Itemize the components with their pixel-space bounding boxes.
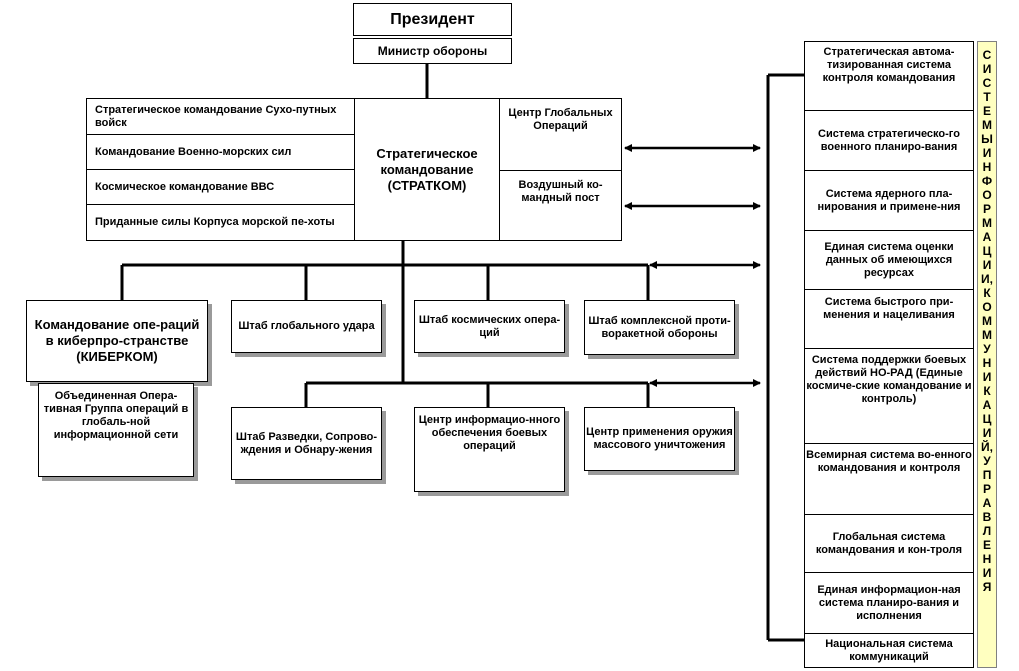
system-label: Всемирная система во-енного командования… [806,449,972,474]
system-nuclear-planning: Система ядерного пла-нирования и примене… [804,170,974,231]
system-rapid-targeting: Система быстрого при-менения и нацеливан… [804,289,974,349]
system-joint-planning-execution: Единая информацион-ная система планиро-в… [804,572,974,634]
vertical-label-text: СИСТЕМЫ ИНФОРМАЦИИ,КОММУНИКАЦИЙ,УПРАВЛЕН… [981,48,993,594]
center-label: Центр информацио-нного обеспечения боевы… [418,414,561,452]
space-operations-hq: Штаб космических опера-ций [414,300,565,353]
intelligence-surveillance-hq: Штаб Разведки, Сопрово-ждения и Обнару-ж… [231,407,382,480]
global-operations-label: Центр Глобальных Операций [508,107,613,132]
system-label: Система стратегическо-го военного планир… [818,127,960,153]
system-strategic-planning: Система стратегическо-го военного планир… [804,110,974,171]
center-label: Центр применения оружия массового уничто… [586,426,733,451]
cybercom-box: Командование опе-раций в киберпро-странс… [26,300,208,382]
cybercom-label: Командование опе-раций в киберпро-странс… [34,317,200,364]
defense-minister-label: Министр обороны [377,43,488,58]
left-command-army: Стратегическое командование Сухо-путных … [86,98,355,135]
left-command-space: Космическое командование ВВС [86,169,355,205]
missile-defense-hq: Штаб комплексной проти-воракетной оборон… [584,300,735,355]
system-resource-assessment: Единая система оценки данных об имеющихс… [804,230,974,290]
president-box: Президент [353,3,512,36]
president-label: Президент [390,11,475,28]
cyber-task-group-label: Объединенная Опера-тивная Группа операци… [43,390,189,441]
wmd-center: Центр применения оружия массового уничто… [584,407,735,471]
left-command-marines: Приданные силы Корпуса морской пе-хоты [86,204,355,241]
left-command-label: Командование Военно-морских сил [95,145,292,158]
left-command-label: Приданные силы Корпуса морской пе-хоты [95,216,335,228]
defense-minister-box: Министр обороны [353,38,512,64]
system-label: Система ядерного пла-нирования и примене… [817,187,961,213]
global-strike-hq: Штаб глобального удара [231,300,382,353]
system-label: Система поддержки боевых действий НО-РАД… [806,354,972,405]
airborne-command-label: Воздушный ко-мандный пост [518,179,603,204]
system-worldwide-command: Всемирная система во-енного командования… [804,443,974,515]
hq-label: Штаб глобального удара [238,320,375,332]
stratcom-box: Стратегическое командование (СТРАТКОМ) [354,98,500,241]
left-command-navy: Командование Военно-морских сил [86,134,355,170]
system-label: Стратегическая автома-тизированная систе… [822,46,956,84]
stratcom-label: Стратегическое командование (СТРАТКОМ) [376,145,478,193]
system-label: Национальная система коммуникаций [825,637,953,663]
airborne-command-post: Воздушный ко-мандный пост [499,170,622,241]
system-label: Глобальная система командования и кон-тр… [815,530,963,556]
left-command-label: Космическое командование ВВС [95,180,275,193]
cyber-task-group-box: Объединенная Опера-тивная Группа операци… [38,383,194,477]
system-label: Система быстрого при-менения и нацеливан… [823,296,955,321]
system-norad-support: Система поддержки боевых действий НО-РАД… [804,348,974,444]
global-operations-center: Центр Глобальных Операций [499,98,622,171]
information-support-center: Центр информацио-нного обеспечения боевы… [414,407,565,492]
left-command-label: Стратегическое командование Сухо-путных … [95,103,337,129]
hq-label: Штаб космических опера-ций [418,313,561,339]
system-national-communications: Национальная система коммуникаций [804,633,974,668]
system-strategic-automated-control: Стратегическая автома-тизированная систе… [804,41,974,111]
system-label: Единая информацион-ная система планиро-в… [817,583,961,622]
system-label: Единая система оценки данных об имеющихс… [824,240,954,279]
hq-label: Штаб Разведки, Сопрово-ждения и Обнару-ж… [235,430,378,456]
system-global-command: Глобальная система командования и кон-тр… [804,514,974,573]
systems-vertical-label: СИСТЕМЫ ИНФОРМАЦИИ,КОММУНИКАЦИЙ,УПРАВЛЕН… [977,41,997,668]
hq-label: Штаб комплексной проти-воракетной оборон… [588,314,731,340]
